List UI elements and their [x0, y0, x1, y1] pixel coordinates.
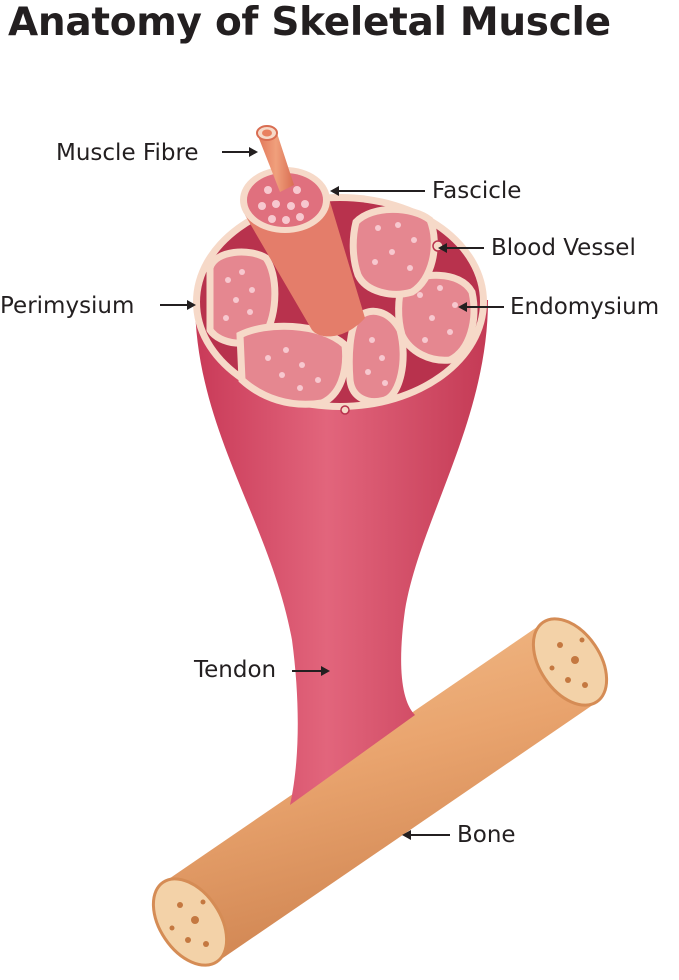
arrow-bone — [402, 830, 450, 840]
label-bone: Bone — [457, 822, 516, 848]
fibre-dots — [223, 222, 458, 391]
bone-end-far — [531, 617, 609, 707]
label-endomysium: Endomysium — [510, 294, 660, 320]
bone-marrow-texture — [169, 637, 588, 947]
bone — [151, 617, 609, 967]
arrow-blood-vessel — [438, 243, 484, 253]
muscle-fibre — [258, 130, 294, 192]
arrow-tendon — [292, 666, 330, 676]
label-muscle-fibre: Muscle Fibre — [56, 140, 199, 166]
label-blood-vessel: Blood Vessel — [491, 235, 636, 261]
label-tendon: Tendon — [194, 657, 277, 683]
extracted-fascicle — [240, 125, 365, 337]
diagram-title: Anatomy of Skeletal Muscle — [8, 0, 611, 45]
muscle-belly — [195, 300, 488, 805]
arrow-fascicle — [330, 186, 425, 196]
arrow-perimysium — [160, 300, 196, 310]
label-arrows — [160, 147, 504, 840]
label-fascicle: Fascicle — [432, 178, 522, 204]
label-perimysium: Perimysium — [0, 293, 135, 319]
arrow-endomysium — [458, 302, 504, 312]
arrow-muscle-fibre — [222, 147, 258, 157]
